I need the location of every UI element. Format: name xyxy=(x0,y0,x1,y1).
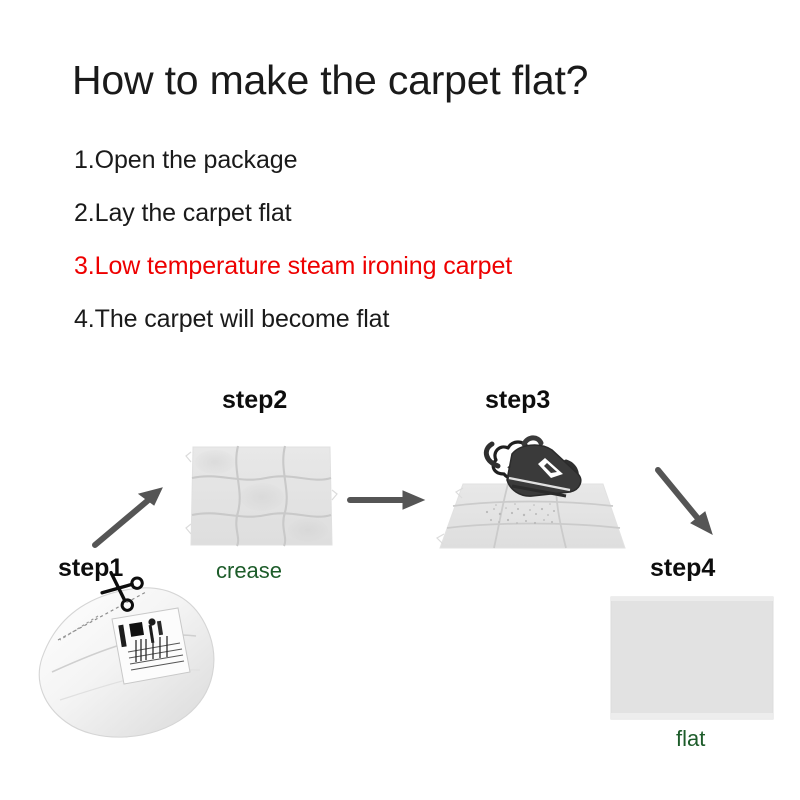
instruction-item-1: 1.Open the package xyxy=(74,146,298,174)
instruction-list: 1.Open the package 2.Lay the carpet flat… xyxy=(74,148,714,360)
instruction-item-4: 4.The carpet will become flat xyxy=(74,305,390,333)
step1-package-illustration xyxy=(38,571,215,738)
caption-crease: crease xyxy=(216,558,283,583)
crease-line-v1 xyxy=(493,483,509,549)
step-label-step1: step1 xyxy=(58,554,124,582)
arrow-step2-to-step3 xyxy=(347,490,426,510)
package-body xyxy=(38,587,215,738)
iron-handle-right xyxy=(563,459,579,489)
steam-cloud-inner xyxy=(507,463,528,471)
iron-icon xyxy=(483,435,582,498)
arrow-step3-to-step4 xyxy=(655,467,713,536)
package-shipping-label xyxy=(111,607,191,685)
steam-cloud-icon xyxy=(491,440,549,486)
crease-line-h1 xyxy=(191,475,332,481)
crease-line-v2 xyxy=(282,445,288,547)
iron-soleplate-edge xyxy=(508,476,571,492)
creased-carpet-body xyxy=(190,446,333,546)
step-label-step4: step4 xyxy=(650,554,716,582)
step2-creased-carpet-illustration xyxy=(185,445,338,547)
iron-handle-left xyxy=(483,441,501,469)
package-fold-line-2 xyxy=(59,669,201,701)
steam-droplets xyxy=(485,503,555,525)
iron-panel xyxy=(538,458,563,478)
caption-flat: flat xyxy=(676,726,706,751)
step-label-step3: step3 xyxy=(485,386,551,414)
iron-knob xyxy=(521,435,544,447)
page-title: How to make the carpet flat? xyxy=(72,57,589,103)
step4-flat-carpet-illustration xyxy=(610,596,774,720)
crease-line-v2 xyxy=(555,483,567,549)
crease-line-h1 xyxy=(452,500,614,507)
ironed-carpet-body xyxy=(439,483,626,549)
crease-line-v1 xyxy=(235,445,241,547)
instruction-item-2: 2.Lay the carpet flat xyxy=(74,199,292,227)
package-fold-line xyxy=(51,634,197,673)
step-label-step2: step2 xyxy=(222,386,288,414)
arrow-step1-to-step2 xyxy=(92,487,163,548)
package-cut-guide xyxy=(59,615,99,641)
crease-line-h2 xyxy=(191,512,332,518)
crease-line-h2 xyxy=(446,522,621,529)
iron-soleplate xyxy=(511,484,567,498)
iron-body xyxy=(506,444,582,497)
instruction-item-3: 3.Low temperature steam ironing carpet xyxy=(74,252,513,280)
flat-carpet-body xyxy=(610,596,774,720)
iron-panel-dial xyxy=(544,463,557,473)
package-seal-line xyxy=(57,591,147,641)
step3-steam-iron-illustration xyxy=(436,435,626,549)
